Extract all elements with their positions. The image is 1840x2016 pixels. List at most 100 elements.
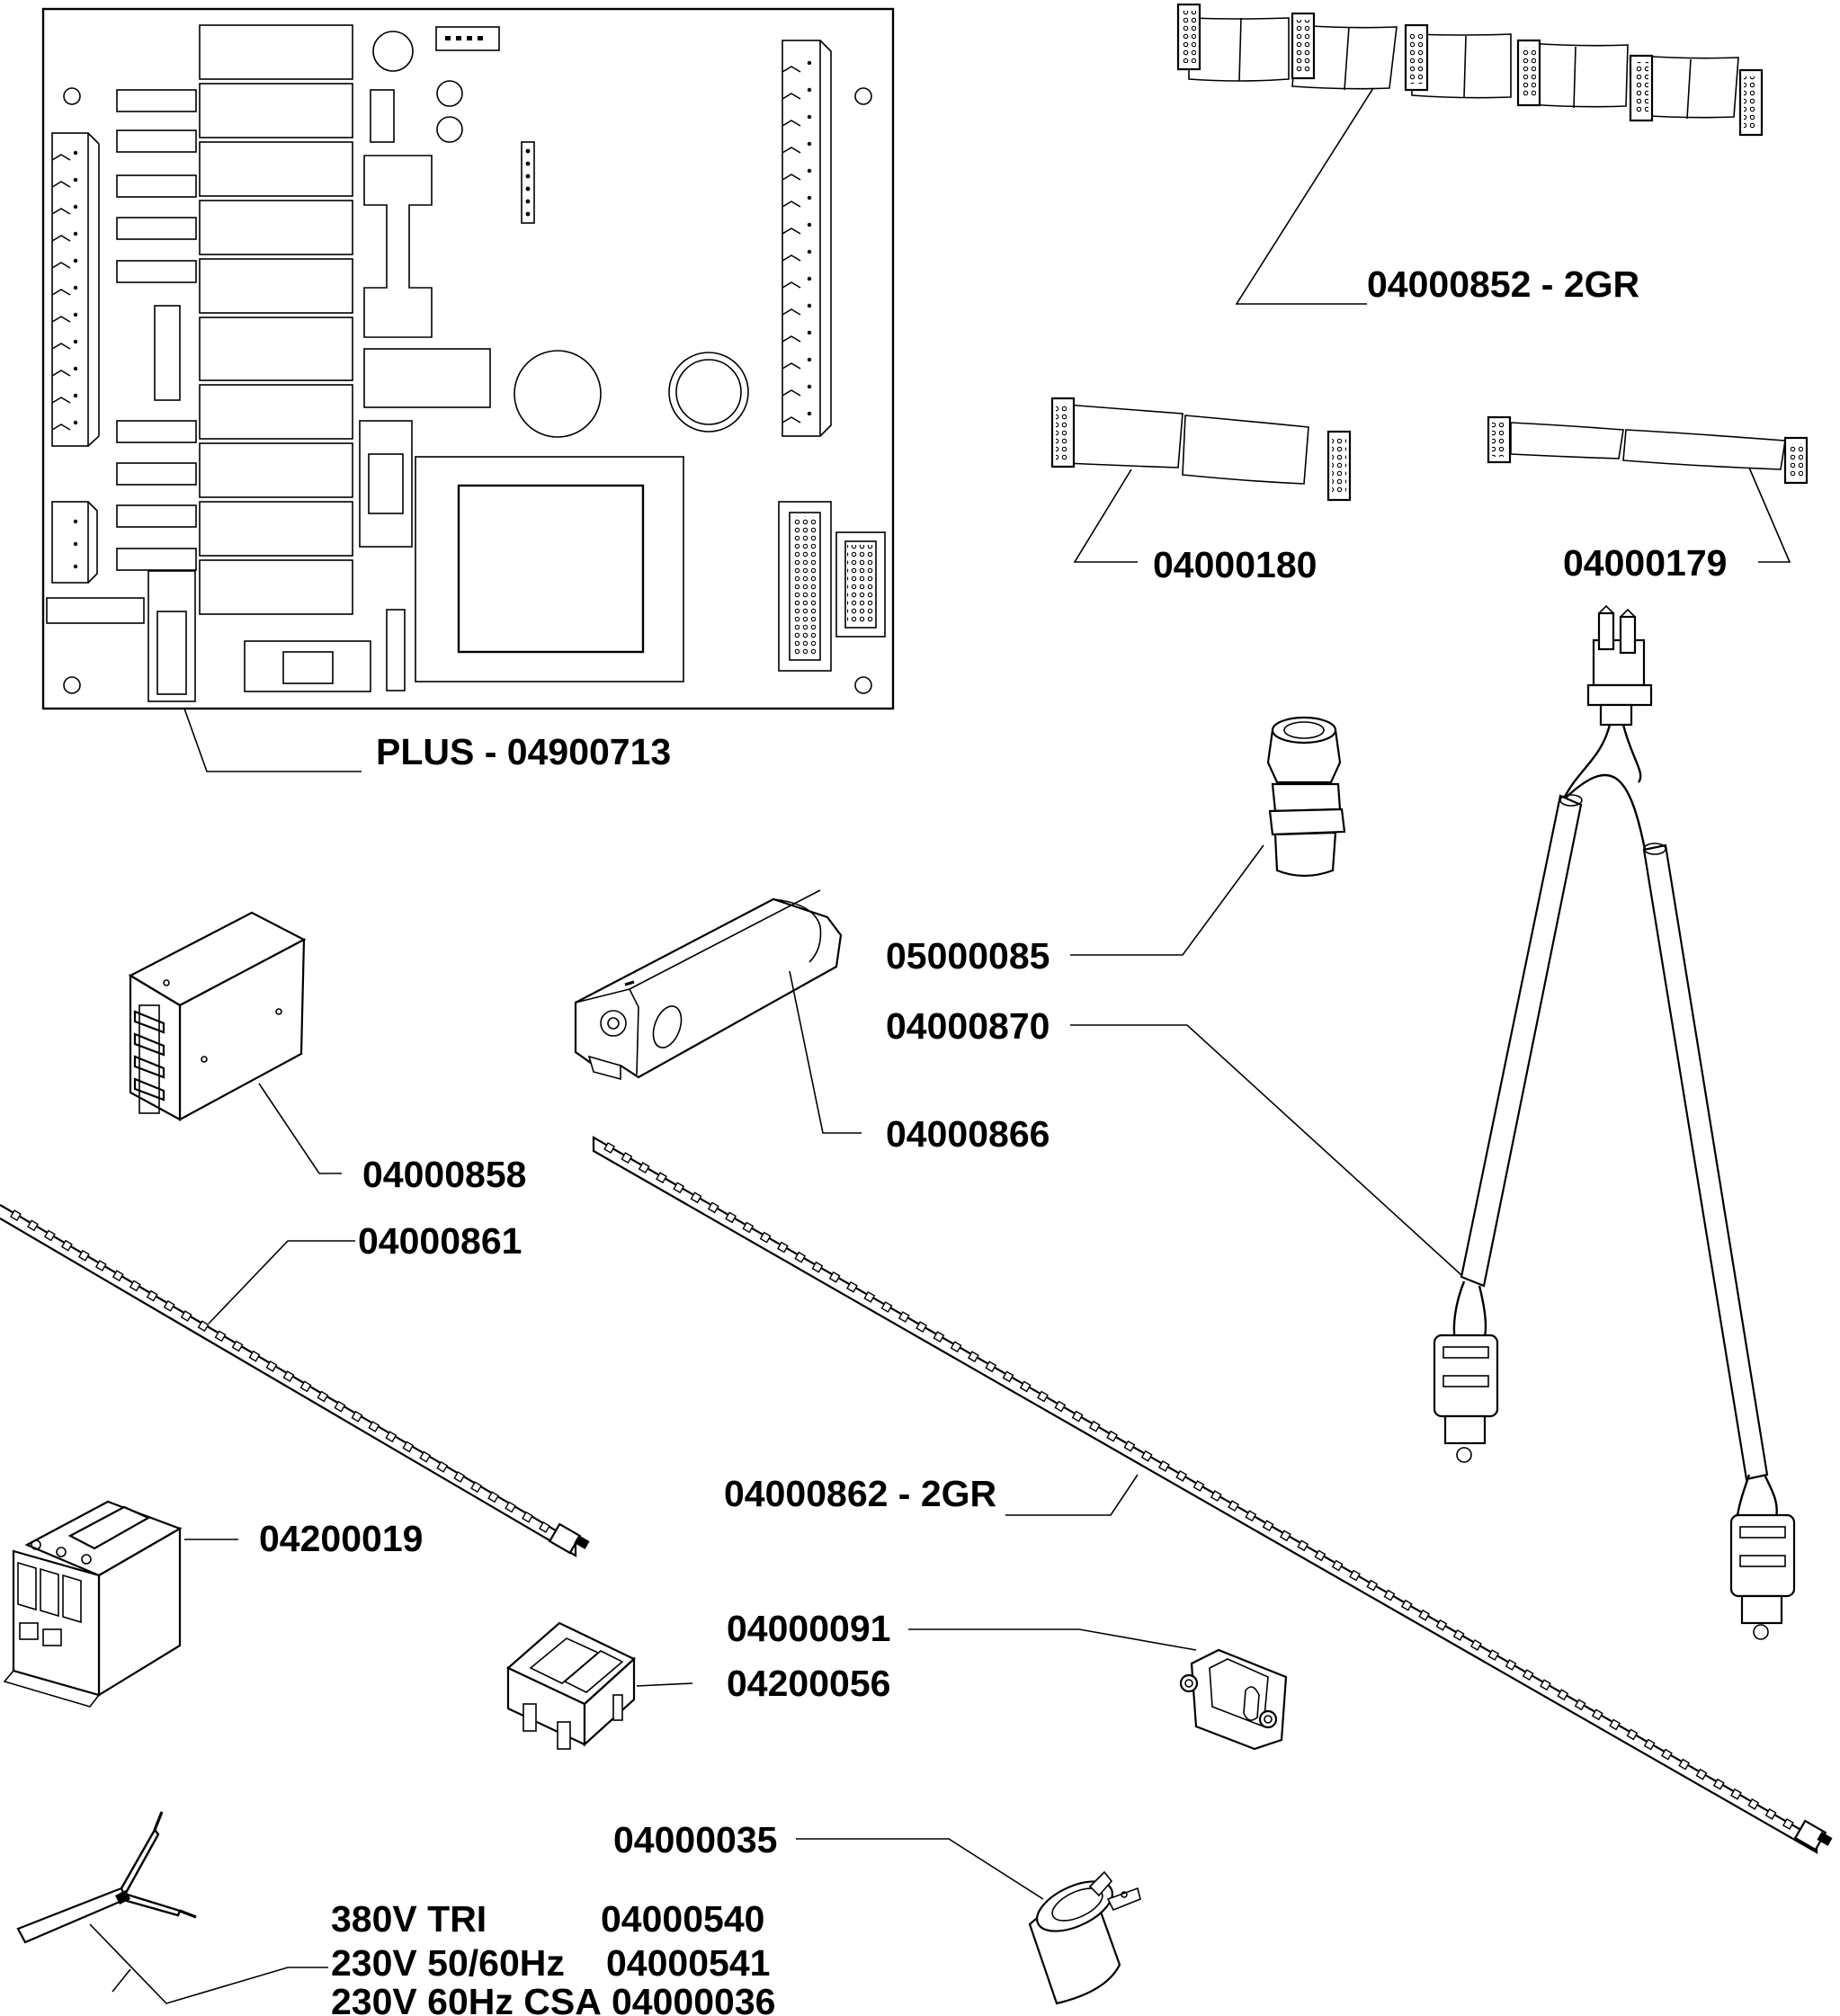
led-chip bbox=[27, 1219, 39, 1232]
led-chip bbox=[385, 1431, 397, 1443]
led-chip bbox=[436, 1460, 449, 1473]
led-chip bbox=[1019, 1380, 1032, 1393]
led-chip bbox=[1297, 1539, 1309, 1552]
led-chip bbox=[1522, 1669, 1534, 1681]
label-heater-380-code: 04000540 bbox=[601, 1898, 764, 1940]
cable-gland bbox=[1070, 716, 1346, 956]
led-chip bbox=[1314, 1549, 1326, 1562]
led-chip bbox=[1643, 1738, 1656, 1751]
led-chip bbox=[146, 1289, 158, 1302]
label-heater-380: 380V TRI bbox=[331, 1898, 487, 1940]
relay-block bbox=[128, 911, 342, 1174]
led-chip bbox=[419, 1450, 432, 1463]
led-chip bbox=[1574, 1699, 1586, 1711]
led-chip bbox=[1106, 1430, 1119, 1442]
led-chip bbox=[282, 1370, 295, 1383]
label-sensor-cable: 04000870 bbox=[886, 1005, 1050, 1047]
led-chip bbox=[1262, 1520, 1274, 1532]
led-chip bbox=[1764, 1807, 1777, 1820]
led-chip bbox=[1435, 1619, 1448, 1631]
led-chip bbox=[1452, 1628, 1465, 1641]
led-chip bbox=[1730, 1788, 1742, 1800]
label-transformer: 04000866 bbox=[886, 1113, 1050, 1155]
led-chip bbox=[60, 1239, 73, 1252]
control-board bbox=[41, 7, 895, 772]
led-chip bbox=[1626, 1728, 1639, 1741]
led-chip bbox=[742, 1221, 755, 1234]
label-heater-230-code: 04000541 bbox=[606, 1942, 770, 1984]
led-chip bbox=[1418, 1609, 1431, 1621]
led-chip bbox=[1540, 1679, 1551, 1691]
led-chip bbox=[487, 1491, 500, 1503]
switch-module bbox=[908, 1628, 1288, 1751]
capacitor bbox=[796, 1838, 1141, 2005]
label-heater-csa: 230V 60Hz CSA bbox=[331, 1981, 602, 2016]
led-chip bbox=[453, 1471, 466, 1483]
led-chip bbox=[10, 1209, 22, 1222]
led-chip bbox=[248, 1350, 261, 1362]
led-chip bbox=[1054, 1400, 1067, 1413]
label-cable-2gr: 04000852 - 2GR bbox=[1367, 263, 1639, 305]
label-contactor: 04200019 bbox=[259, 1518, 423, 1559]
label-board: PLUS - 04900713 bbox=[376, 731, 671, 772]
led-chip bbox=[828, 1271, 841, 1283]
led-chip bbox=[863, 1290, 876, 1303]
led-chip bbox=[522, 1511, 533, 1523]
sensor-cable bbox=[1070, 604, 1796, 1640]
led-chip bbox=[112, 1270, 124, 1282]
led-chip bbox=[1071, 1410, 1084, 1423]
label-cable-180: 04000180 bbox=[1153, 544, 1317, 585]
led-chip bbox=[776, 1241, 789, 1253]
ribbon-cable-2gr bbox=[1176, 3, 1764, 305]
led-chip bbox=[1088, 1420, 1101, 1432]
led-chip bbox=[1695, 1768, 1708, 1780]
led-chip bbox=[1331, 1559, 1344, 1572]
led-chip bbox=[163, 1299, 175, 1312]
label-cable-179: 04000179 bbox=[1563, 542, 1727, 584]
led-chip bbox=[402, 1441, 415, 1453]
led-chip bbox=[1157, 1459, 1170, 1472]
led-chip bbox=[811, 1261, 824, 1273]
led-strip-short bbox=[0, 1204, 590, 1557]
led-chip bbox=[1245, 1510, 1257, 1522]
led-chip bbox=[1228, 1500, 1240, 1512]
led-transformer bbox=[574, 889, 862, 1134]
led-chip bbox=[1712, 1778, 1725, 1790]
led-chip bbox=[1123, 1440, 1136, 1452]
led-strip-long bbox=[592, 1136, 1833, 1854]
led-chip bbox=[1660, 1748, 1673, 1761]
label-heater-230: 230V 50/60Hz bbox=[331, 1942, 565, 1984]
heater-element bbox=[16, 1811, 328, 2004]
label-switch-b: 04200056 bbox=[727, 1663, 890, 1704]
ribbon-cable-04000180 bbox=[1050, 397, 1352, 563]
led-chip bbox=[43, 1229, 56, 1242]
led-chip bbox=[1782, 1818, 1794, 1830]
led-chip bbox=[470, 1481, 483, 1494]
led-chip bbox=[1591, 1708, 1603, 1721]
led-chip bbox=[1366, 1579, 1379, 1592]
led-chip bbox=[1140, 1450, 1153, 1462]
label-gland: 05000085 bbox=[886, 935, 1050, 977]
led-chip bbox=[1192, 1480, 1205, 1492]
led-chip bbox=[967, 1351, 979, 1363]
led-chip bbox=[214, 1330, 227, 1343]
led-chip bbox=[1469, 1638, 1482, 1651]
led-chip bbox=[1383, 1589, 1396, 1601]
led-chip bbox=[898, 1311, 910, 1323]
led-chip bbox=[880, 1301, 893, 1313]
led-chip bbox=[638, 1162, 650, 1174]
led-chip bbox=[351, 1410, 363, 1423]
contactor bbox=[3, 1500, 238, 1708]
led-chip bbox=[1747, 1797, 1760, 1810]
led-chip bbox=[1609, 1718, 1621, 1731]
led-chip bbox=[846, 1280, 858, 1293]
led-chip bbox=[985, 1360, 997, 1373]
led-chip bbox=[725, 1211, 737, 1224]
label-led-strip-short: 04000861 bbox=[358, 1220, 522, 1262]
label-capacitor: 04000035 bbox=[613, 1819, 777, 1860]
led-chip bbox=[1175, 1469, 1188, 1482]
led-chip bbox=[1505, 1659, 1517, 1671]
led-chip bbox=[690, 1191, 702, 1204]
led-chip bbox=[265, 1360, 278, 1372]
